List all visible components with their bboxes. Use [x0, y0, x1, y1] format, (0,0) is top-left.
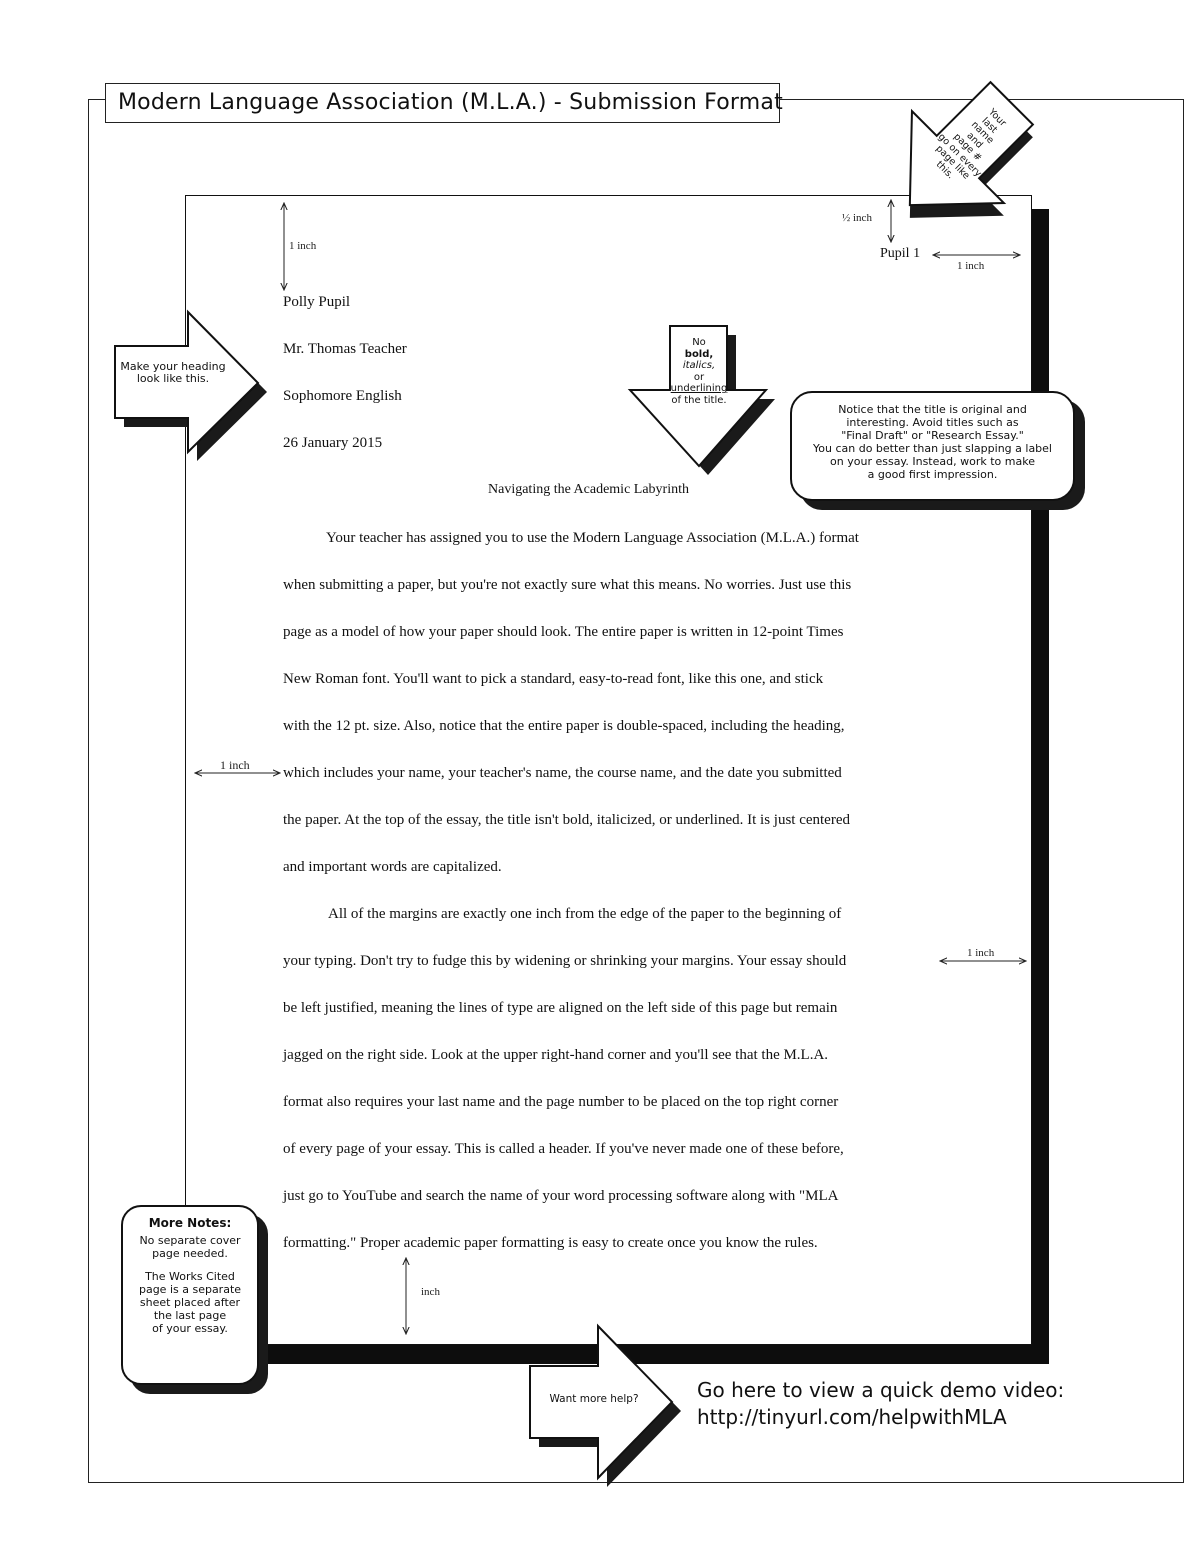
heading-arrow-line: look like this. — [136, 372, 210, 385]
title-arrow-line: or — [693, 371, 705, 383]
more-notes-line: The Works Cited — [145, 1270, 235, 1283]
body-line: of every page of your essay. This is cal… — [283, 1141, 844, 1157]
body-line: and important words are capitalized. — [283, 859, 502, 875]
title-arrow-line: italics, — [682, 360, 716, 371]
body-line: formatting." Proper academic paper forma… — [283, 1235, 818, 1251]
heading-arrow-line: Make your heading — [120, 360, 226, 373]
top-margin-label: 1 inch — [289, 240, 317, 252]
more-notes-title: More Notes: — [148, 1216, 232, 1230]
title-note-line: interesting. Avoid titles such as — [846, 416, 1019, 429]
more-notes-paragraph: No separate cover page needed. — [127, 1234, 253, 1260]
more-notes-paragraph: The Works Cited page is a separate sheet… — [127, 1270, 253, 1335]
title-arrow-line: underlining — [670, 383, 728, 394]
essay-title: Navigating the Academic Labyrinth — [488, 482, 689, 497]
body-line: with the 12 pt. size. Also, notice that … — [283, 718, 845, 734]
body-line: format also requires your last name and … — [283, 1094, 839, 1110]
heading-arrow — [114, 309, 267, 461]
bottom-margin-label: inch — [421, 1286, 440, 1298]
body-line: page as a model of how your paper should… — [283, 624, 844, 640]
heading-course: Sophomore English — [283, 388, 402, 404]
heading-date: 26 January 2015 — [283, 435, 383, 451]
body-line: be left justified, meaning the lines of … — [283, 1000, 838, 1016]
title-arrow — [627, 325, 775, 475]
help-arrow-text: Want more help? — [549, 1393, 639, 1405]
title-note-line: a good first impression. — [867, 468, 998, 481]
more-notes-line: of your essay. — [152, 1322, 228, 1335]
more-notes-line: No separate cover — [139, 1234, 241, 1247]
body-line: Your teacher has assigned you to use the… — [326, 530, 859, 546]
help-text: Go here to view a quick demo video: http… — [697, 1377, 1064, 1431]
right-margin-label: 1 inch — [967, 947, 995, 959]
body-line: which includes your name, your teacher's… — [283, 765, 842, 781]
title-note: Notice that the title is original and in… — [790, 391, 1075, 501]
body-line: All of the margins are exactly one inch … — [328, 906, 842, 922]
page-title: Modern Language Association (M.L.A.) - S… — [105, 83, 783, 123]
body-line: the paper. At the top of the essay, the … — [283, 812, 850, 828]
body-line: your typing. Don't try to fudge this by … — [283, 953, 847, 969]
half-inch-label: ½ inch — [842, 212, 872, 224]
more-notes-box: More Notes: No separate cover page neede… — [121, 1205, 259, 1385]
more-notes-line: the last page — [153, 1309, 227, 1322]
title-note-line: on your essay. Instead, work to make — [830, 455, 1035, 468]
title-note-line: "Final Draft" or "Research Essay." — [841, 429, 1024, 442]
title-arrow-line: of the title. — [671, 394, 727, 406]
help-arrow — [529, 1323, 681, 1487]
help-link[interactable]: http://tinyurl.com/helpwithMLA — [697, 1405, 1007, 1429]
help-text-line: Go here to view a quick demo video: — [697, 1378, 1065, 1402]
more-notes-line: page needed. — [152, 1247, 228, 1260]
heading-teacher-name: Mr. Thomas Teacher — [283, 341, 407, 357]
body-line: when submitting a paper, but you're not … — [283, 577, 852, 593]
sample-paper — [185, 195, 1032, 1345]
title-arrow-text: No bold, italics, or underlining of the … — [664, 337, 734, 406]
title-arrow-line: bold, — [684, 348, 714, 360]
heading-arrow-text: Make your heading look like this. — [108, 361, 238, 385]
header-arrow — [908, 80, 1035, 218]
left-margin-label: 1 inch — [220, 758, 250, 772]
more-notes-line: sheet placed after — [139, 1296, 241, 1309]
more-notes-line: page is a separate — [138, 1283, 242, 1296]
body-line: New Roman font. You'll want to pick a st… — [283, 671, 824, 687]
body-line: jagged on the right side. Look at the up… — [283, 1047, 829, 1063]
title-note-line: Notice that the title is original and — [838, 403, 1027, 416]
title-arrow-line: No — [692, 337, 706, 348]
running-head: Pupil 1 — [880, 246, 921, 261]
body-line: just go to YouTube and search the name o… — [283, 1188, 839, 1204]
heading-student-name: Polly Pupil — [283, 294, 351, 310]
header-right-margin-label: 1 inch — [957, 260, 985, 272]
title-note-line: You can do better than just slapping a l… — [813, 442, 1052, 455]
